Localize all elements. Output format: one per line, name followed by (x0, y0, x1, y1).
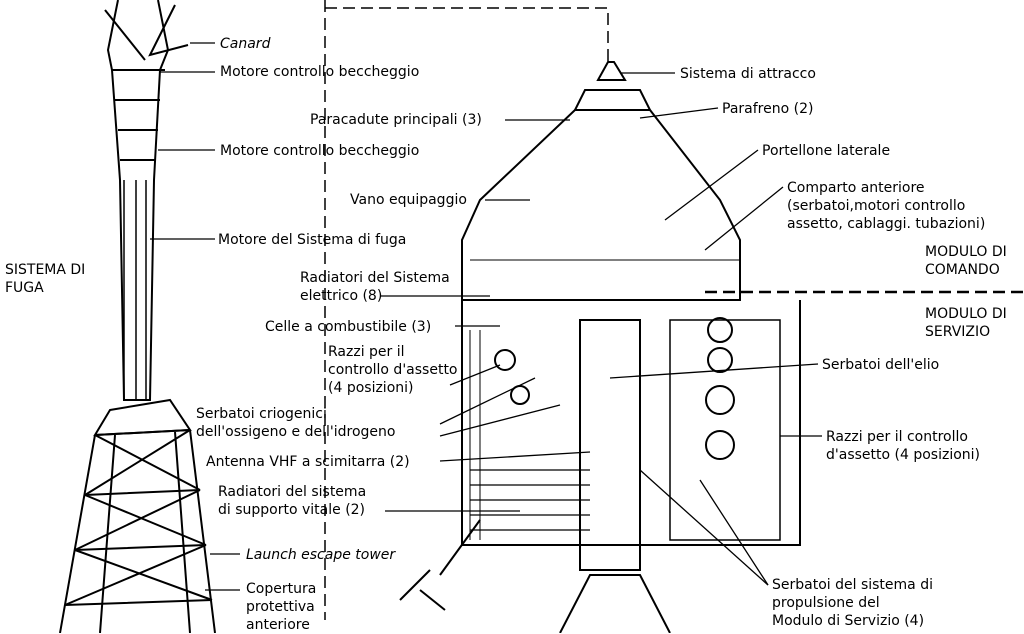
label-pitch-motor-upper: Motore controllo beccheggio (220, 64, 420, 80)
label-command-module: MODULO DI COMANDO (925, 244, 1007, 278)
launch-escape-tower (59, 429, 216, 633)
label-launch-escape-tower: Launch escape tower (246, 547, 396, 563)
label-fuel-cells: Celle a combustibile (3) (265, 319, 432, 335)
command-module-drawing (461, 61, 741, 301)
label-pitch-motor-lower: Motore controllo beccheggio (220, 143, 420, 159)
label-canard: Canard (220, 36, 271, 52)
label-protective-cover: Copertura protettiva anteriore (246, 581, 317, 633)
label-escape-system: SISTEMA DI FUGA (5, 262, 86, 296)
label-life-support-radiators: Radiatori del sistema di supporto vitale… (218, 484, 367, 518)
label-rcs-left: Razzi per il controllo d'assetto (4 posi… (328, 344, 458, 396)
antenna-drawing (399, 519, 481, 611)
label-electric-radiators: Radiatori del Sistema elettrico (8) (300, 270, 450, 304)
label-drogue-chute: Parafreno (2) (722, 101, 814, 117)
label-crew-compartment: Vano equipaggio (350, 192, 467, 208)
engine-bell (559, 574, 671, 633)
escape-rocket (93, 0, 192, 437)
service-module-drawing (461, 300, 801, 571)
label-vhf-antenna: Antenna VHF a scimitarra (2) (206, 454, 410, 470)
label-main-chutes: Paracadute principali (3) (310, 112, 482, 128)
label-rcs-right: Razzi per il controllo d'assetto (4 posi… (826, 429, 980, 463)
dashed-boundary-top (325, 7, 609, 62)
label-cryo-tanks: Serbatoi criogenici dell'ossigeno e dell… (196, 406, 396, 440)
label-sps-tanks: Serbatoi del sistema di propulsione del … (772, 577, 933, 629)
label-helium-tanks: Serbatoi dell'elio (822, 357, 940, 373)
label-forward-compartment: Comparto anteriore (serbatoi,motori cont… (787, 180, 986, 232)
label-service-module: MODULO DI SERVIZIO (925, 306, 1007, 340)
label-escape-motor: Motore del Sistema di fuga (218, 232, 407, 248)
label-side-hatch: Portellone laterale (762, 143, 891, 159)
label-docking-system: Sistema di attracco (680, 66, 816, 82)
